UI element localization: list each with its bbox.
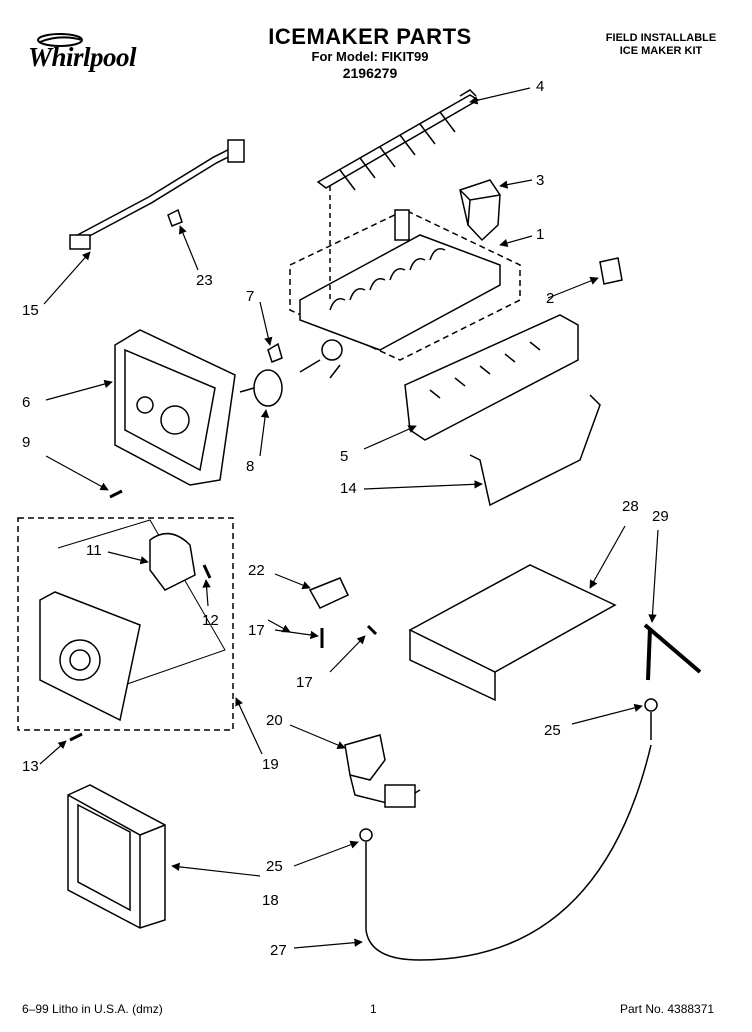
callout-4: 4 <box>536 78 545 95</box>
callout-22: 22 <box>248 562 265 579</box>
bracket-part <box>308 577 349 609</box>
diagram-number: 2196279 <box>342 65 398 81</box>
callout-5: 5 <box>340 448 349 465</box>
clamp-part <box>167 208 183 227</box>
callout-17a: 17 <box>248 622 265 639</box>
callout-25a: 25 <box>266 858 283 875</box>
water-valve-part <box>344 734 421 808</box>
callout-15: 15 <box>22 302 39 319</box>
callout-12: 12 <box>202 612 219 629</box>
footer-litho: 6–99 Litho in U.S.A. (dmz) <box>22 1002 163 1016</box>
kit-label-line1: FIELD INSTALLABLE <box>605 32 717 44</box>
lever-part <box>267 342 283 363</box>
callout-2: 2 <box>546 290 555 307</box>
screw-part <box>109 489 123 499</box>
footer-part-number: Part No. 4388371 <box>620 1002 715 1016</box>
shutoff-arm-part <box>469 394 601 507</box>
kit-label-line2: ICE MAKER KIT <box>619 45 703 57</box>
fill-cup-part <box>459 179 501 242</box>
clip-part <box>599 257 623 285</box>
callout-18: 18 <box>262 892 279 909</box>
motor-part <box>149 532 196 591</box>
model-line: For Model: FIKIT99 <box>311 49 429 64</box>
callout-7: 7 <box>246 288 255 305</box>
callout-20: 20 <box>266 712 283 729</box>
callout-23: 23 <box>196 272 213 289</box>
callout-13: 13 <box>22 758 39 775</box>
heater-part <box>404 314 579 441</box>
callout-3: 3 <box>536 172 545 189</box>
callout-6: 6 <box>22 394 31 411</box>
callout-29: 29 <box>652 508 669 525</box>
gear-part <box>239 369 283 407</box>
callout-11: 11 <box>86 542 102 559</box>
ejector-part <box>316 89 480 191</box>
mold-part <box>289 209 521 379</box>
page-title: ICEMAKER PARTS <box>268 24 472 49</box>
tool-part <box>643 623 702 681</box>
logo-swoosh-icon <box>37 33 83 47</box>
cover-part <box>408 564 617 673</box>
control-housing-part <box>114 329 236 486</box>
module-screw-part <box>69 732 83 742</box>
water-tube-part <box>365 744 652 961</box>
callout-14: 14 <box>340 480 357 497</box>
callout-9: 9 <box>22 434 31 451</box>
callout-28: 28 <box>622 498 639 515</box>
callout-19: 19 <box>262 756 279 773</box>
kit-label: FIELD INSTALLABLE ICE MAKER KIT <box>596 32 726 58</box>
callout-1: 1 <box>536 226 545 243</box>
module-box <box>17 517 234 731</box>
callout-8: 8 <box>246 458 255 475</box>
foam-block-part <box>67 784 166 929</box>
callout-25b: 25 <box>544 722 561 739</box>
callout-27: 27 <box>270 942 287 959</box>
motor-screw-part <box>202 564 212 579</box>
callout-17b: 17 <box>296 674 313 691</box>
footer-page-number: 1 <box>370 1002 377 1016</box>
whirlpool-logo: Whirlpool <box>20 30 155 76</box>
wire-harness-part <box>69 139 245 250</box>
brand-name: Whirlpool <box>28 42 137 72</box>
